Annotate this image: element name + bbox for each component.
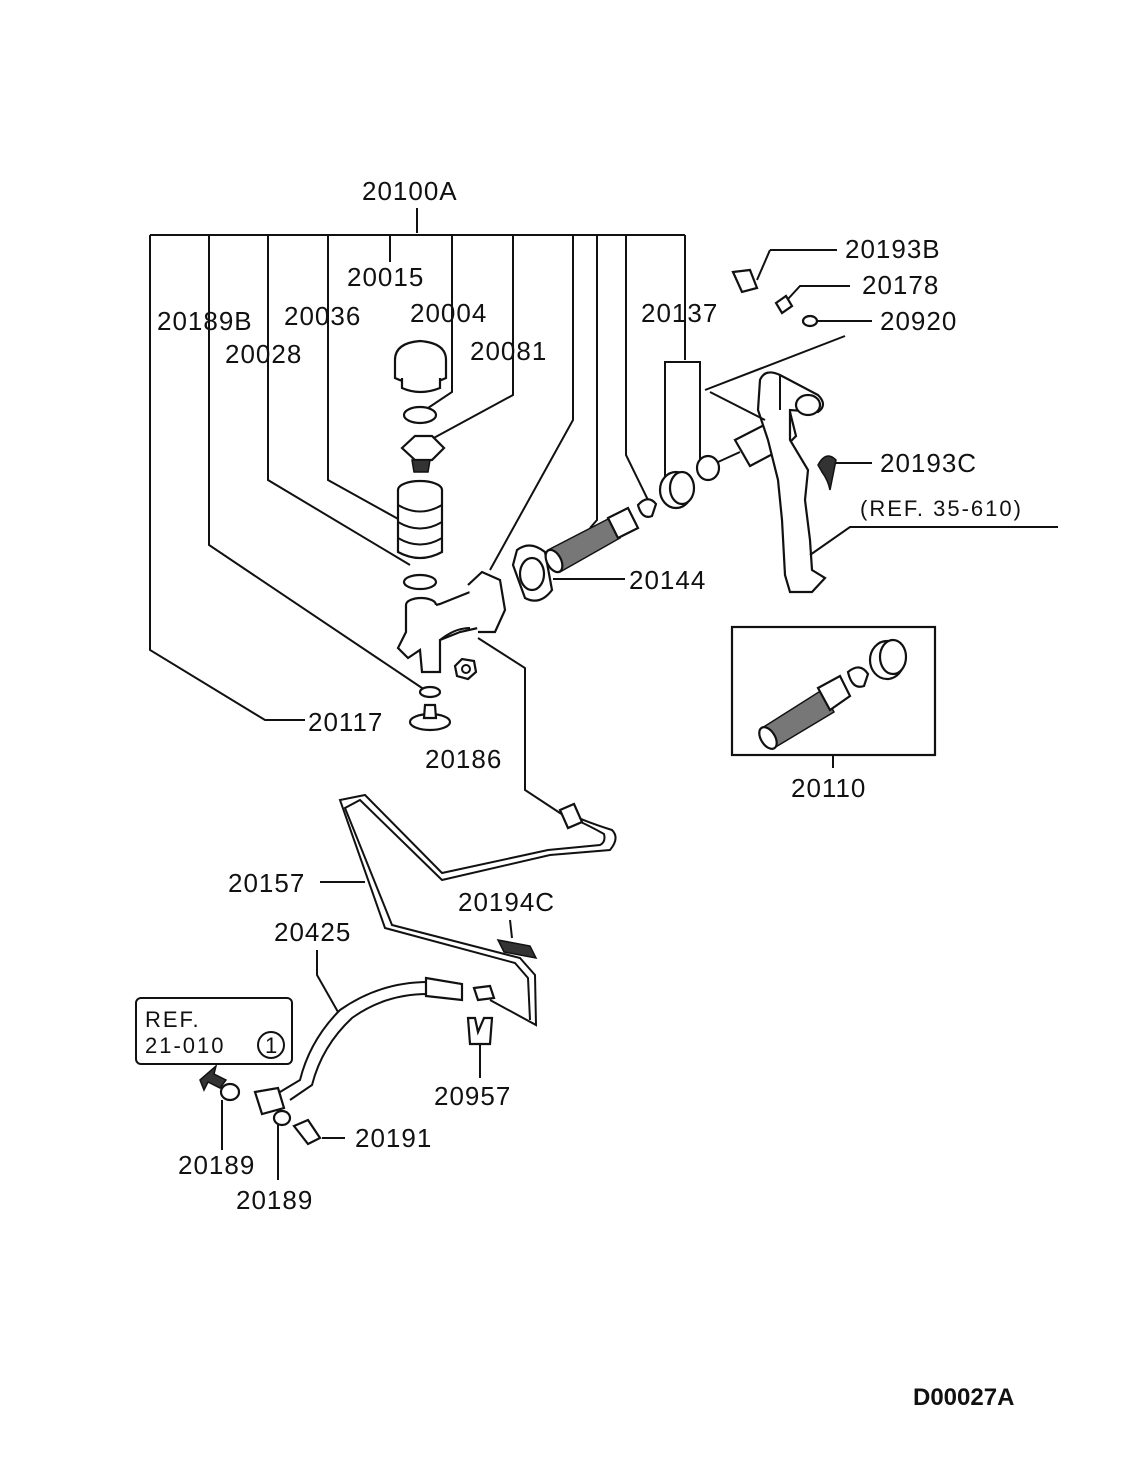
label-20189-b: 20189 <box>236 1185 313 1215</box>
label-ref21-circle: 1 <box>265 1033 279 1058</box>
cap-seal <box>402 405 438 425</box>
label-20015: 20015 <box>347 262 424 292</box>
clutch-hose <box>279 950 496 1101</box>
reservoir-body <box>396 479 444 560</box>
label-20920: 20920 <box>880 306 957 336</box>
pipe-clamp-20194C <box>496 919 538 960</box>
ref21-box <box>135 997 293 1065</box>
ref-arrow <box>199 1063 228 1092</box>
master-cylinder-body <box>396 570 507 674</box>
label-20036: 20036 <box>284 301 361 331</box>
label-20957: 20957 <box>434 1081 511 1111</box>
label-20186: 20186 <box>425 744 502 774</box>
pin-guide-line <box>704 335 846 391</box>
label-20100A: 20100A <box>362 176 458 206</box>
clutch-pipe <box>320 637 617 1027</box>
hole-plug <box>418 685 442 699</box>
reservoir-strainer <box>400 434 446 473</box>
label-ref21-line1: REF. <box>145 1007 201 1032</box>
piston-assembly <box>544 506 640 574</box>
washer-20920 <box>801 314 872 328</box>
clip-20193C <box>817 455 872 491</box>
label-20194C: 20194C <box>458 887 555 917</box>
label-20178: 20178 <box>862 270 939 300</box>
reservoir-cap <box>393 339 448 394</box>
repair-kit-box <box>730 625 937 768</box>
label-20425: 20425 <box>274 917 351 947</box>
hose-fitting-end <box>199 1063 345 1180</box>
label-20028: 20028 <box>225 339 302 369</box>
label-20137: 20137 <box>641 298 718 328</box>
pin-20193B <box>731 249 837 294</box>
assembly-bracket <box>149 208 701 721</box>
clutch-pedal <box>756 371 827 594</box>
label-20144: 20144 <box>629 565 706 595</box>
label-ref21-line2: 21-010 <box>145 1033 226 1058</box>
reservoir-o-ring <box>402 573 438 591</box>
label-20193C: 20193C <box>880 448 977 478</box>
label-20193B: 20193B <box>845 234 941 264</box>
gasket-plate <box>511 544 554 602</box>
push-rod-boot <box>658 470 696 510</box>
diagram-code: D00027A <box>913 1384 1014 1411</box>
label-20191: 20191 <box>355 1123 432 1153</box>
piston-clip <box>636 498 658 518</box>
hose-clip-20957 <box>466 1016 494 1078</box>
label-20189-a: 20189 <box>178 1150 255 1180</box>
mount-nut <box>453 657 478 681</box>
reservoir-cap-bottom <box>408 703 452 732</box>
label-20081: 20081 <box>470 336 547 366</box>
ref35-leader <box>809 526 1058 556</box>
label-20157: 20157 <box>228 868 305 898</box>
pin-guide-line-2 <box>709 391 766 421</box>
label-20117: 20117 <box>308 707 383 737</box>
label-20189B: 20189B <box>157 306 253 336</box>
label-20004: 20004 <box>410 298 487 328</box>
label-20110: 20110 <box>791 773 866 803</box>
clip-20178 <box>774 285 850 315</box>
label-ref-35-610: (REF. 35-610) <box>860 496 1023 521</box>
